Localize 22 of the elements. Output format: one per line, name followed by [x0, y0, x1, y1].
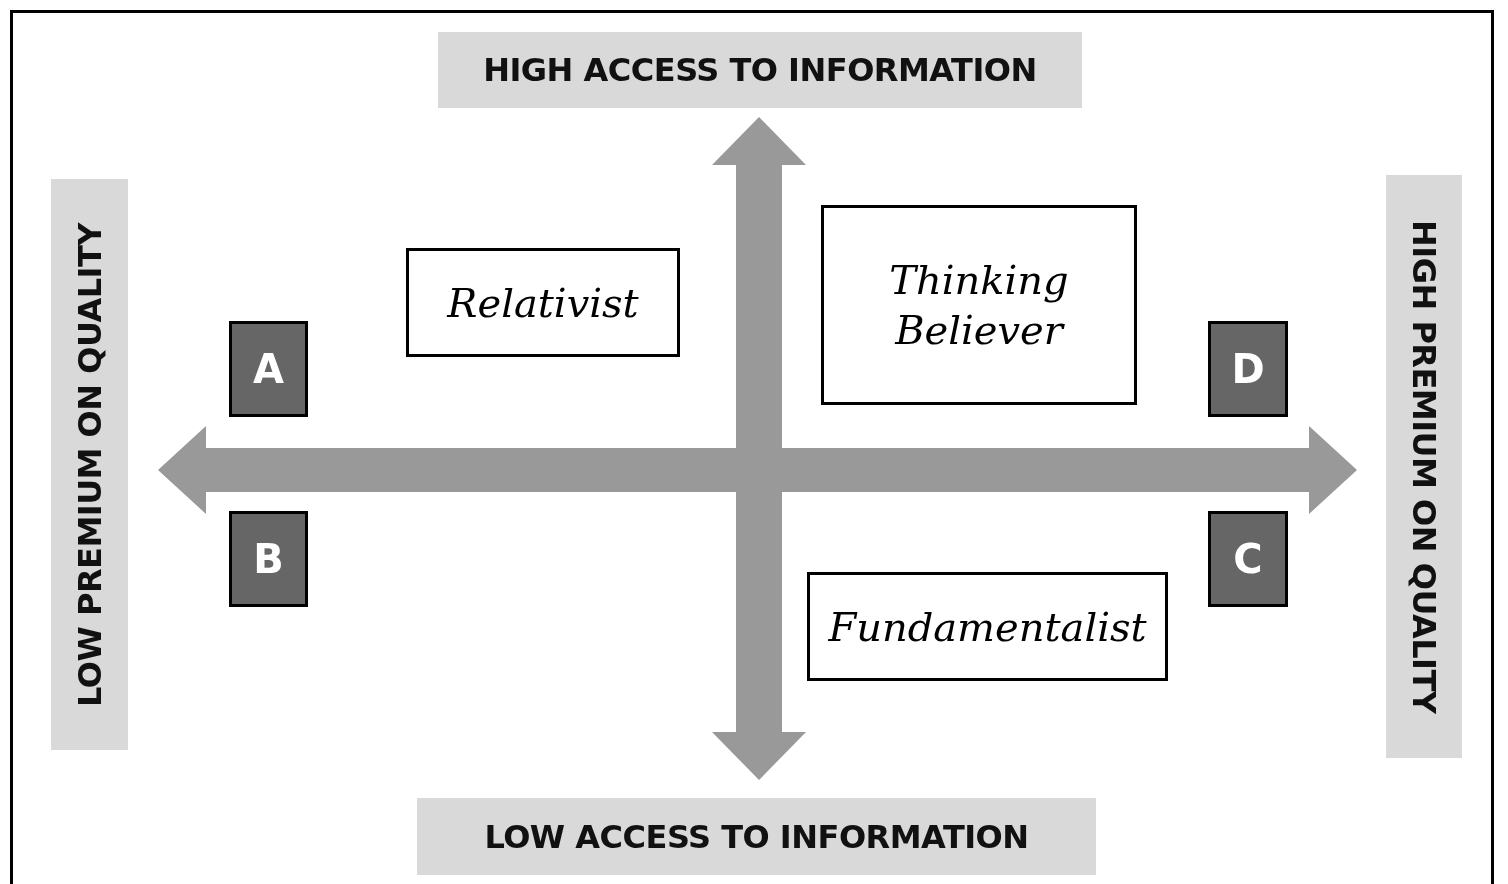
label-text: C	[1233, 536, 1263, 582]
axis-label	[51, 179, 128, 750]
label-text: LOW PREMIUM ON QUALITY	[70, 222, 109, 707]
axis-label	[438, 32, 1082, 108]
quadrant-box	[821, 205, 1137, 405]
quadrant-box	[807, 572, 1168, 681]
label-text: D	[1231, 346, 1265, 392]
quadrant-box	[406, 248, 680, 357]
label-text: HIGH ACCESS TO INFORMATION	[483, 51, 1037, 89]
quadrant-marker	[1208, 321, 1288, 417]
label-text: B	[253, 536, 284, 582]
label-text: A	[253, 346, 284, 392]
label-text: Fundamentalist	[828, 602, 1147, 652]
label-text: LOW ACCESS TO INFORMATION	[484, 817, 1029, 856]
label-text: Relativist	[447, 278, 639, 328]
label-text: Thinking Believer	[888, 256, 1070, 355]
quadrant-marker	[229, 321, 308, 417]
quadrant-marker	[1208, 511, 1288, 607]
axis-label	[1386, 175, 1462, 758]
label-text: HIGH PREMIUM ON QUALITY	[1405, 219, 1443, 714]
quadrant-marker	[229, 511, 308, 607]
axis-label	[417, 798, 1096, 875]
